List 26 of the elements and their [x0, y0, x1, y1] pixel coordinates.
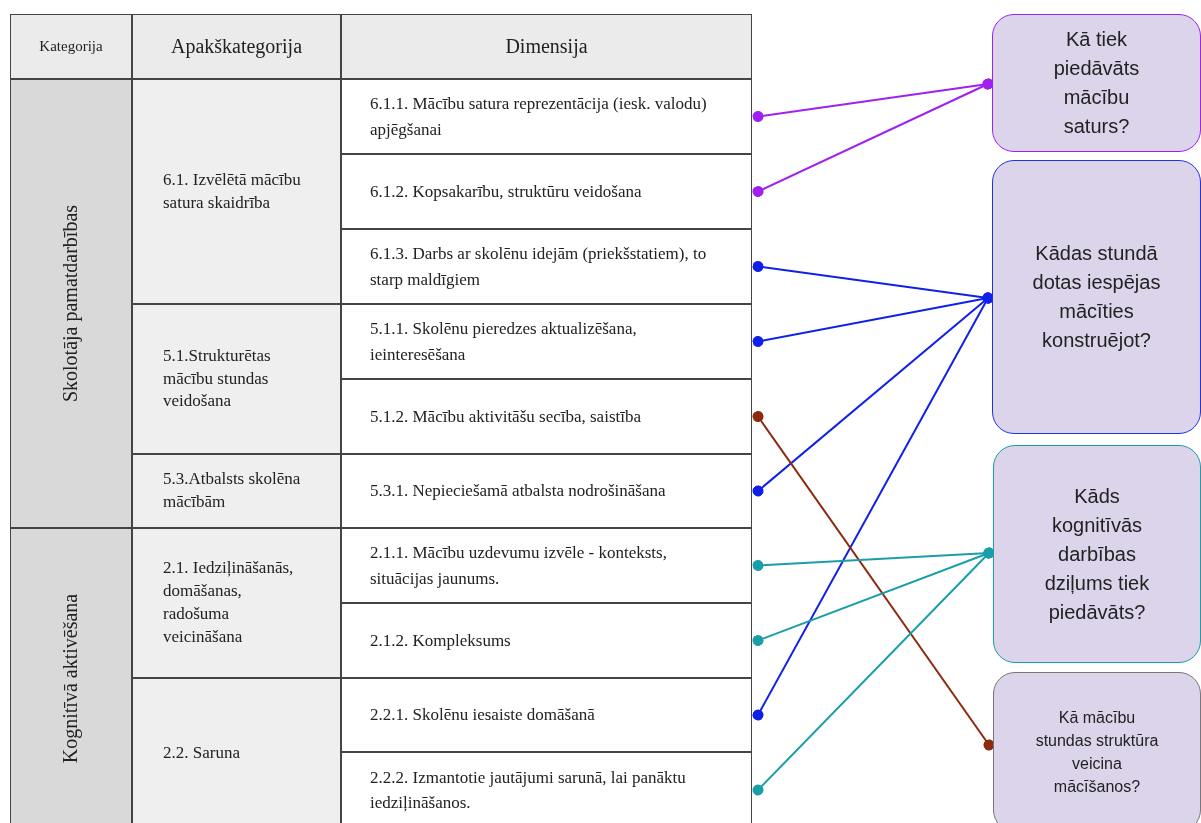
subcategory-cell: 2.2. Saruna [132, 678, 341, 823]
connector-line [752, 411, 995, 751]
subcategory-cell: 5.1.Strukturētas mācību stundas veidošana [132, 304, 341, 454]
column-header: Dimensija [341, 14, 752, 79]
column-header: Kategorija [10, 14, 132, 79]
question-box: Kā mācību stundas struktūra veicina mācīšanos? [993, 672, 1201, 823]
question-box: Kāds kognitīvās darbības dziļums tiek piedāvāts? [993, 445, 1201, 663]
question-box: Kā tiek piedāvāts mācību saturs? [992, 14, 1201, 152]
dimension-cell: 2.2.1. Skolēnu iesaiste domāšanā [341, 678, 752, 752]
category-cell: Kognitīvā aktivēšana [10, 528, 132, 823]
column-header: Apakškategorija [132, 14, 341, 79]
subcategory-cell: 5.3.Atbalsts skolēna mācībām [132, 454, 341, 528]
dimension-cell: 2.1.1. Mācību uzdevumu izvēle - konteksts, situācijas jaunums. [341, 528, 752, 603]
subcategory-cell: 6.1. Izvēlētā mācību satura skaidrība [132, 79, 341, 304]
dimension-cell: 2.2.2. Izmantotie jautājumi sarunā, lai panāktu iedziļināšanos. [341, 752, 752, 823]
dimension-cell: 6.1.2. Kopsakarību, struktūru veidošana [341, 154, 752, 229]
dimension-cell: 5.1.1. Skolēnu pieredzes aktualizēšana, ieinteresēšana [341, 304, 752, 379]
dimension-cell: 5.3.1. Nepieciešamā atbalsta nodrošināšana [341, 454, 752, 528]
connector-line [752, 78, 994, 197]
subcategory-cell: 2.1. Iedziļināšanās, domāšanas, radošuma veicināšana [132, 528, 341, 678]
category-cell: Skolotāja pamatdarbības [10, 79, 132, 528]
dimension-cell: 6.1.1. Mācību satura reprezentācija (iesk. valodu) apjēgšanai [341, 79, 752, 154]
dimension-cell: 5.1.2. Mācību aktivitāšu secība, saistība [341, 379, 752, 454]
dimension-cell: 6.1.3. Darbs ar skolēnu idejām (priekšstatiem), to starp maldīgiem [341, 229, 752, 304]
dimension-cell: 2.1.2. Kompleksums [341, 603, 752, 678]
question-box: Kādas stundā dotas iespējas mācīties konstruējot? [992, 160, 1201, 434]
